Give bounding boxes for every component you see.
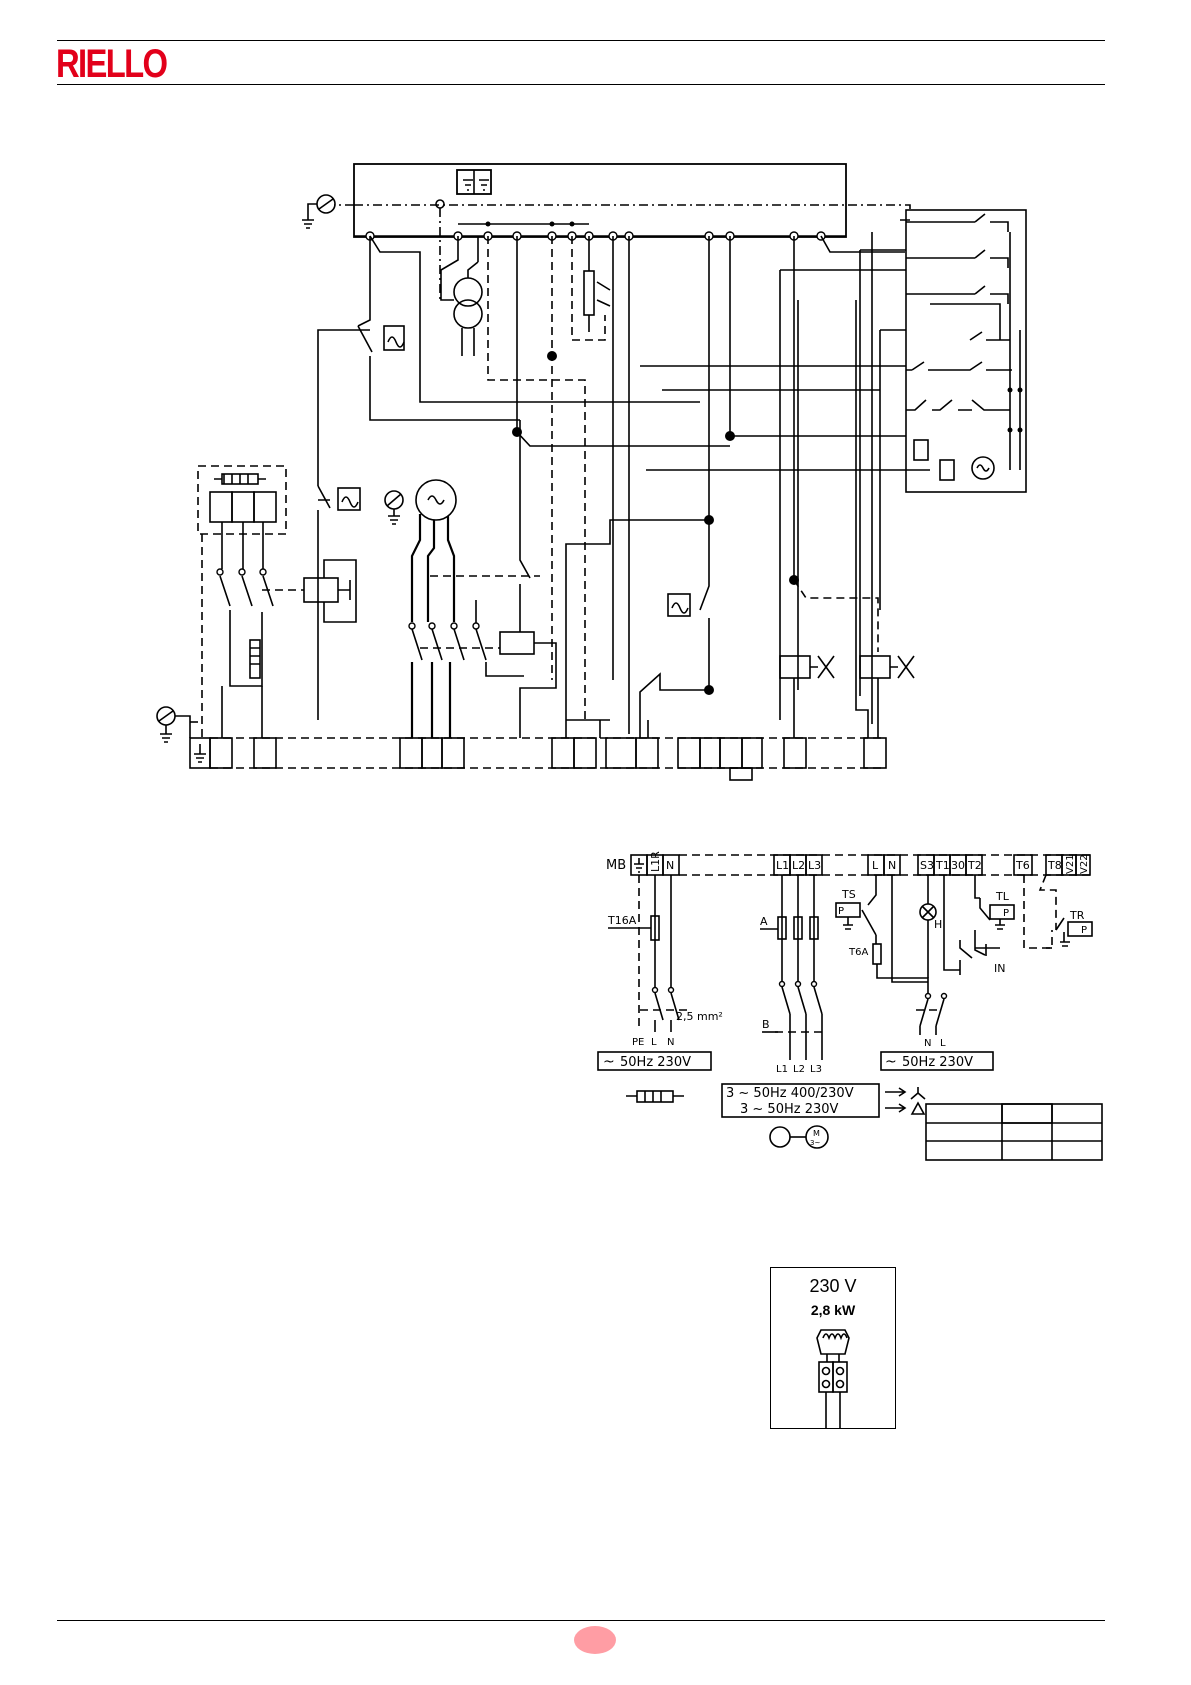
supply-right-label: 50Hz 230V [902,1055,973,1070]
sensor-TR-letter: P [1081,925,1087,936]
heater-symbol [637,1091,673,1102]
terminal-L: L [872,859,879,872]
fuse-aux-label: T6A [848,947,868,958]
terminal-board-label: MB [606,858,626,873]
terminal-N: N [666,859,674,872]
svg-text:~: ~ [603,1054,615,1070]
footer-rule [57,1620,1105,1621]
terminal-N-aux: N [888,859,896,872]
terminal-V21: V21 [1065,854,1076,874]
aux-N: N [924,1038,931,1049]
delta-symbol [912,1103,924,1114]
three-phase-delta-label: 3 ~ 50Hz 230V [740,1102,839,1117]
terminal-S3: S3 [920,859,934,872]
three-phase-L3: L3 [810,1064,822,1075]
single-phase-PE: PE [632,1037,644,1048]
terminal-L1R: L1R [649,851,662,872]
terminal-T1: T1 [935,859,950,872]
supply-left-label: 50Hz 230V [620,1055,691,1070]
terminal-V22: V22 [1079,854,1090,874]
single-phase-L: L [651,1037,657,1048]
component-B: B [762,1018,770,1031]
sensor-TL-letter: P [1003,908,1009,919]
motor-symbol-rotor [770,1127,790,1147]
fuse-aux [873,944,881,964]
aux-L: L [940,1038,946,1049]
component-IN: IN [994,962,1005,975]
component-TR: TR [1069,909,1085,922]
terminal-T2: T2 [967,859,982,872]
three-phase-L2: L2 [793,1064,805,1075]
terminal-30: 30 [951,859,965,872]
heater-terminal-icon [771,1268,897,1430]
terminal-T6: T6 [1015,859,1030,872]
component-A: A [760,915,768,928]
sensor-TR [1068,922,1092,936]
sensor-TL [990,905,1014,919]
terminal-L2: L2 [792,859,805,872]
terminal-T8: T8 [1047,859,1062,872]
heater-spec-box: 230 V 2,8 kW [770,1267,896,1429]
terminal-L1: L1 [776,859,789,872]
component-TS: TS [841,888,856,901]
three-phase-star-label: 3 ~ 50Hz 400/230V [726,1086,854,1101]
three-phase-L1: L1 [776,1064,788,1075]
single-phase-N: N [667,1037,674,1048]
page-number-marker [574,1626,616,1654]
fuse-main-label: T16A [607,914,637,927]
motor-letter: M [813,1129,820,1138]
svg-text:~: ~ [885,1054,897,1070]
sensor-TS-letter: P [838,906,844,917]
legend-table [926,1104,1102,1160]
cable-section-label: 2,5 mm² [676,1010,723,1023]
component-TL: TL [995,890,1010,903]
star-symbol [911,1087,925,1099]
component-H: H [934,918,942,931]
motor-phase: 3~ [810,1139,820,1147]
terminal-L3: L3 [808,859,821,872]
